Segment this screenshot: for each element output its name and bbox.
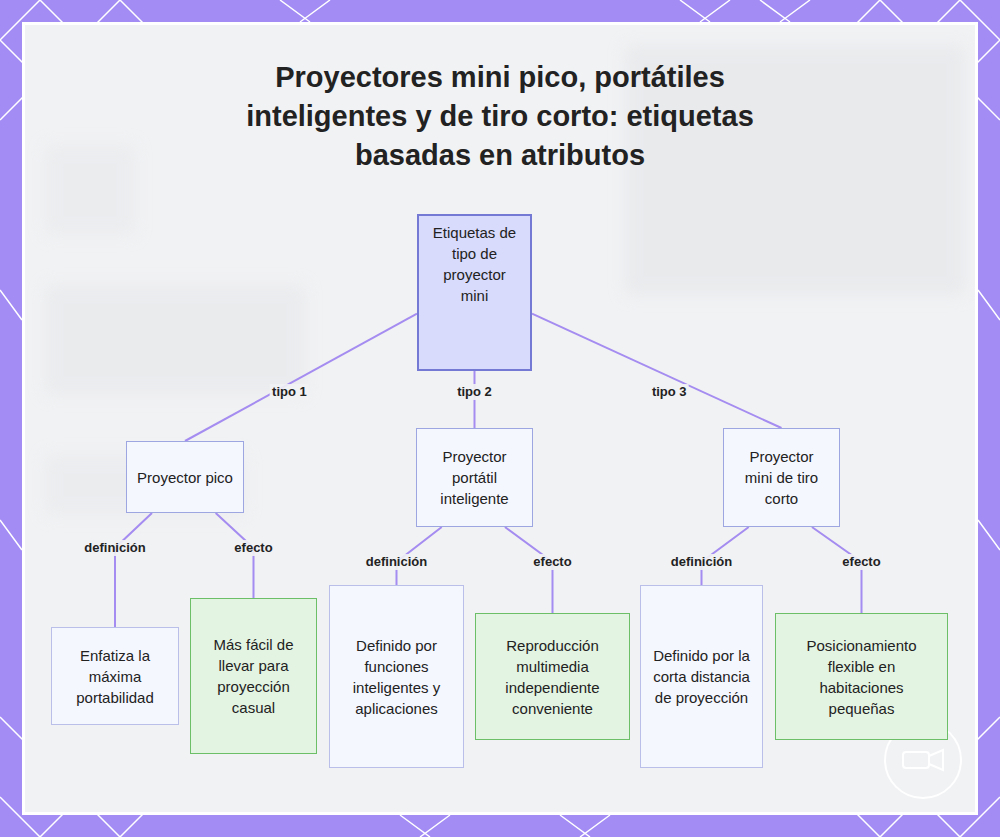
edge-label: definición [82, 540, 147, 556]
effect-box: Reproducción multimedia independiente co… [475, 613, 630, 740]
effect-box: Posicionamiento flexible en habitaciones… [775, 613, 948, 740]
definition-box: Definido por la corta distancia de proye… [640, 585, 763, 768]
node-text: Definido por funciones inteligentes y ap… [340, 635, 453, 719]
edge-label: efecto [232, 540, 274, 556]
connector-line [185, 314, 417, 441]
edge-label: efecto [840, 554, 882, 570]
effect-box: Más fácil de llevar para proyección casu… [190, 598, 317, 754]
diagram-title: Proyectores mini pico, portátiles inteli… [240, 58, 760, 175]
node-text: Proyector pico [137, 467, 233, 488]
connector-line [532, 314, 782, 428]
connector-line [115, 513, 152, 627]
connector-line [812, 527, 862, 613]
type-box: Proyector pico [126, 441, 244, 513]
node-text: Proyector mini de tiro corto [734, 446, 829, 509]
edge-label: tipo 1 [270, 384, 309, 400]
connector-line [505, 527, 553, 613]
node-text: Proyector portátil inteligente [427, 446, 522, 509]
type-box: Proyector portátil inteligente [416, 428, 533, 527]
node-text: Definido por la corta distancia de proye… [651, 645, 752, 708]
node-text: Enfatiza la máxima portabilidad [62, 645, 168, 708]
root-box: Etiquetas de tipo de proyector mini [417, 214, 532, 371]
node-text: Más fácil de llevar para proyección casu… [201, 634, 306, 718]
edge-label: definición [364, 554, 429, 570]
node-text: Etiquetas de tipo de proyector mini [429, 222, 520, 306]
type-box: Proyector mini de tiro corto [723, 428, 840, 527]
edge-label: tipo 2 [455, 384, 494, 400]
edge-label: efecto [531, 554, 573, 570]
edge-label: tipo 3 [650, 384, 689, 400]
edge-label: definición [669, 554, 734, 570]
definition-box: Definido por funciones inteligentes y ap… [329, 585, 464, 768]
node-text: Posicionamiento flexible en habitaciones… [786, 635, 937, 719]
node-text: Reproducción multimedia independiente co… [486, 635, 619, 719]
definition-box: Enfatiza la máxima portabilidad [51, 627, 179, 725]
